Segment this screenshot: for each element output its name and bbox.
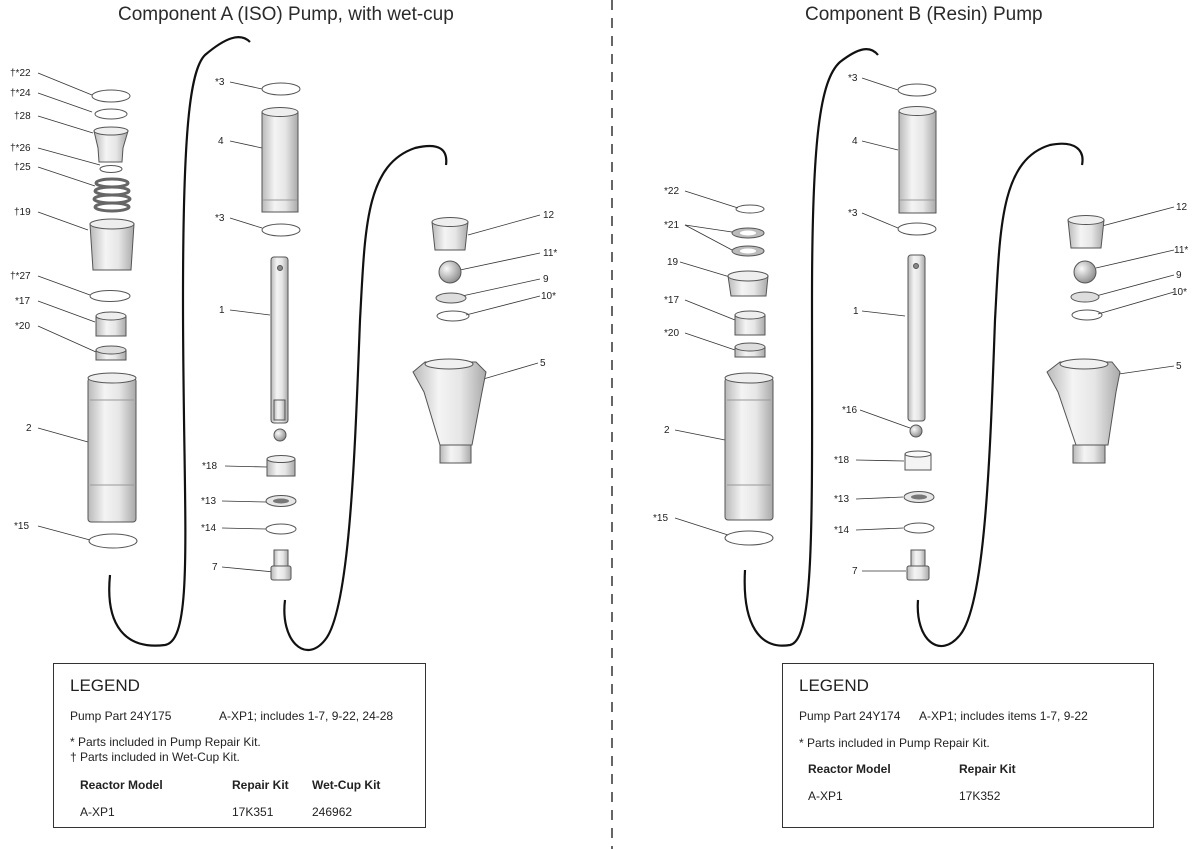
left-parts <box>87 82 487 581</box>
legend-b-pump-part: Pump Part 24Y174 <box>799 709 901 723</box>
title-component-a: Component A (ISO) Pump, with wet-cup <box>118 4 454 25</box>
right-flow-curve-1 <box>743 48 879 647</box>
legend-a-col-model: Reactor Model <box>80 778 163 792</box>
legend-component-b: LEGEND Pump Part 24Y174 A-XP1; includes … <box>782 663 1154 828</box>
label-l-24: †*24 <box>10 88 31 99</box>
right-parts <box>724 83 1121 581</box>
label-l-3a: *3 <box>215 77 225 88</box>
left-leaders <box>37 72 541 573</box>
label-l-5: 5 <box>540 358 546 369</box>
label-r-11: 11* <box>1174 245 1188 256</box>
label-r-4: 4 <box>852 136 858 147</box>
label-l-4: 4 <box>218 136 224 147</box>
label-r-14: *14 <box>834 525 849 536</box>
legend-b-model: A-XP1 <box>808 789 843 803</box>
legend-a-pump-part: Pump Part 24Y175 <box>70 709 172 723</box>
label-l-12: 12 <box>543 210 555 221</box>
label-l-19: †19 <box>14 207 31 218</box>
label-l-18: *18 <box>202 461 217 472</box>
label-r-3a: *3 <box>848 73 858 84</box>
label-l-2: 2 <box>26 423 32 434</box>
legend-b-heading: LEGEND <box>799 676 869 695</box>
right-part-labels: *22 *21 19 *17 *20 2 *15 *3 4 *3 1 *16 *… <box>653 73 1188 577</box>
legend-a-note-repair: * Parts included in Pump Repair Kit. <box>70 735 261 749</box>
label-r-22: *22 <box>664 186 679 197</box>
title-component-b: Component B (Resin) Pump <box>805 4 1043 25</box>
label-l-20: *20 <box>15 321 30 332</box>
legend-a-col-wetcup: Wet-Cup Kit <box>312 778 381 792</box>
right-flow-curve-2 <box>916 142 1084 648</box>
right-leaders <box>674 77 1175 572</box>
left-flow-curve-2 <box>283 144 448 652</box>
label-l-26: †*26 <box>10 143 31 154</box>
label-r-17: *17 <box>664 295 679 306</box>
label-r-3b: *3 <box>848 208 858 219</box>
label-r-2: 2 <box>664 425 670 436</box>
legend-b-note-repair: * Parts included in Pump Repair Kit. <box>799 736 990 750</box>
label-l-1: 1 <box>219 305 225 316</box>
legend-a-model: A-XP1 <box>80 805 115 819</box>
label-r-10: 10* <box>1172 287 1187 298</box>
label-r-7: 7 <box>852 566 858 577</box>
label-r-19: 19 <box>667 257 679 268</box>
legend-a-wetcup-kit: 246962 <box>312 805 353 819</box>
legend-b-col-model: Reactor Model <box>808 762 891 776</box>
legend-a-note-wetcup: † Parts included in Wet-Cup Kit. <box>70 750 240 764</box>
legend-b-pump-desc: A-XP1; includes items 1-7, 9-22 <box>919 709 1088 723</box>
label-r-18: *18 <box>834 455 849 466</box>
label-l-22: †*22 <box>10 68 31 79</box>
label-l-17: *17 <box>15 296 30 307</box>
label-l-28: †28 <box>14 111 31 122</box>
label-l-15: *15 <box>14 521 29 532</box>
label-r-1: 1 <box>853 306 859 317</box>
legend-a-pump-desc: A-XP1; includes 1-7, 9-22, 24-28 <box>219 709 394 723</box>
label-l-27: †*27 <box>10 271 31 282</box>
left-part-labels: †*22 †*24 †28 †*26 †25 †19 †*27 *17 *20 … <box>10 68 557 573</box>
label-l-7: 7 <box>212 562 218 573</box>
label-l-25: †25 <box>14 162 31 173</box>
label-l-14: *14 <box>201 523 216 534</box>
label-r-13: *13 <box>834 494 849 505</box>
legend-b-col-repair: Repair Kit <box>959 762 1016 776</box>
legend-a-col-repair: Repair Kit <box>232 778 289 792</box>
label-r-20: *20 <box>664 328 679 339</box>
label-r-21: *21 <box>664 220 679 231</box>
label-l-10: 10* <box>541 291 556 302</box>
label-r-5: 5 <box>1176 361 1182 372</box>
label-r-9: 9 <box>1176 270 1182 281</box>
legend-b-repair-kit: 17K352 <box>959 789 1001 803</box>
label-r-12: 12 <box>1176 202 1188 213</box>
label-r-16: *16 <box>842 405 857 416</box>
label-l-3b: *3 <box>215 213 225 224</box>
legend-a-repair-kit: 17K351 <box>232 805 274 819</box>
left-flow-curve-1 <box>108 36 251 647</box>
legend-a-heading: LEGEND <box>70 676 140 695</box>
label-l-9: 9 <box>543 274 549 285</box>
legend-component-a: LEGEND Pump Part 24Y175 A-XP1; includes … <box>53 663 426 828</box>
label-l-11: 11* <box>543 248 557 259</box>
label-r-15: *15 <box>653 513 668 524</box>
label-l-13: *13 <box>201 496 216 507</box>
